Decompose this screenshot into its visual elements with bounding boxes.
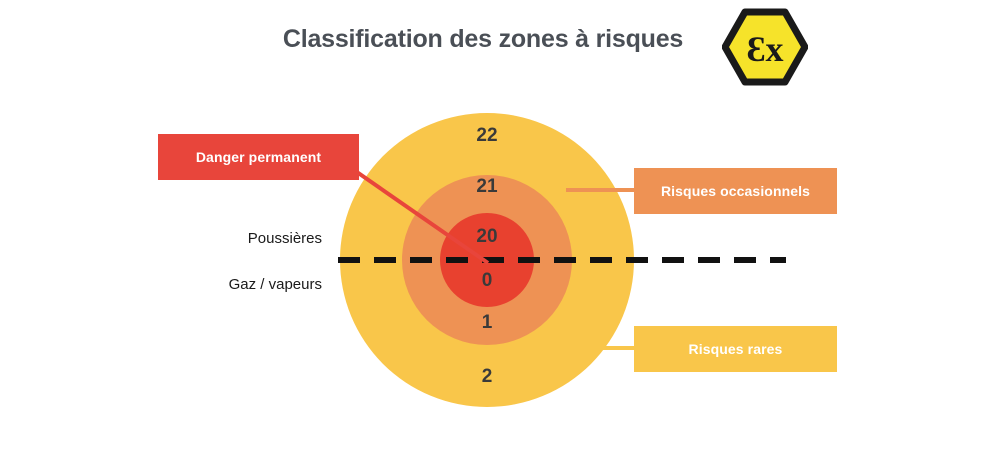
page-title: Classification des zones à risques [282, 25, 684, 53]
zone-label-1: 1 [481, 312, 493, 333]
callout-risques-rares-label: Risques rares [688, 341, 783, 357]
connector-line-risques-occasionnels [566, 188, 636, 192]
connector-line-danger-permanent [339, 159, 490, 265]
medium-separator-dashed-line [338, 257, 786, 263]
callout-danger-permanent[interactable]: Danger permanent [158, 134, 359, 180]
atex-ex-hexagon-logo: Ɛx [721, 8, 809, 86]
zone-label-20: 20 [476, 226, 498, 247]
zone-label-0: 0 [481, 270, 493, 291]
axis-label-gaz-vapeurs: Gaz / vapeurs [228, 276, 322, 293]
callout-risques-occasionnels-label: Risques occasionnels [660, 183, 811, 199]
callout-danger-permanent-label: Danger permanent [195, 149, 322, 165]
zone-label-22: 22 [476, 125, 498, 146]
zone-label-21: 21 [476, 176, 498, 197]
axis-label-poussieres: Poussières [247, 230, 322, 247]
svg-text:Ɛx: Ɛx [746, 29, 783, 69]
connector-line-risques-rares [578, 346, 636, 350]
zone-label-2: 2 [481, 366, 493, 387]
callout-risques-rares[interactable]: Risques rares [634, 326, 837, 372]
callout-risques-occasionnels[interactable]: Risques occasionnels [634, 168, 837, 214]
